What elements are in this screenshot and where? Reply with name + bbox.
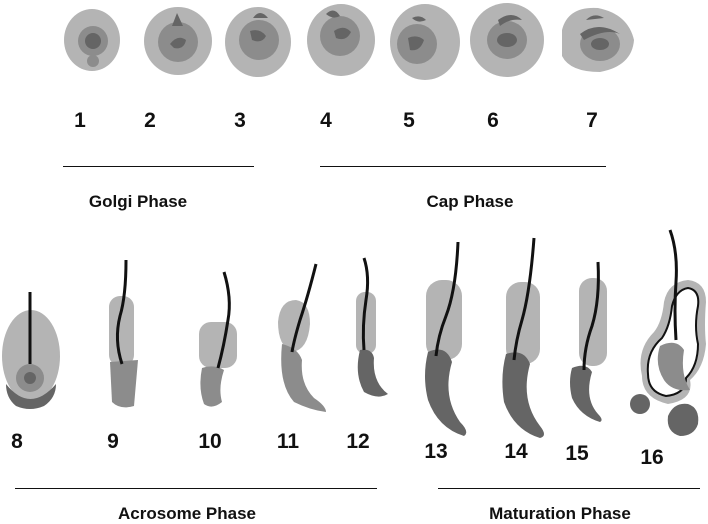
stage-label: 9: [107, 430, 119, 453]
stage-label: 13: [424, 440, 448, 463]
golgi-phase-rule: [63, 166, 254, 167]
stage-label: 11: [276, 430, 300, 453]
acrosome-phase-label: Acrosome Phase: [118, 504, 256, 523]
cell-stage-14: [502, 237, 544, 438]
cell-stage-1: [64, 9, 120, 71]
cell-stage-15: [570, 261, 607, 422]
stage-label: 6: [487, 109, 499, 132]
stage-label: 15: [565, 442, 589, 465]
golgi-phase-label: Golgi Phase: [88, 192, 188, 211]
cell-stage-7: [562, 7, 634, 72]
cell-stage-10: [199, 271, 237, 407]
stage-label: 2: [144, 109, 156, 132]
cell-stage-3: [225, 7, 291, 77]
maturation-phase-rule: [438, 488, 700, 489]
cell-stage-2: [144, 7, 212, 75]
stage-label: 14: [504, 440, 528, 463]
stage-label: 3: [234, 109, 246, 132]
cell-stage-13: [425, 241, 467, 436]
cell-stage-9: [109, 259, 138, 408]
cell-stage-6: [470, 3, 544, 77]
cell-stage-11: [278, 263, 326, 412]
stage-label: 5: [403, 109, 415, 132]
cell-stage-12: [356, 257, 388, 397]
cell-stage-8: [2, 292, 60, 409]
cell-stage-16: [630, 229, 706, 436]
cell-stage-4: [307, 4, 375, 76]
maturation-phase-label: Maturation Phase: [489, 504, 631, 523]
cell-stage-5: [390, 4, 460, 80]
stage-label: 10: [198, 430, 222, 453]
stage-label: 7: [586, 109, 598, 132]
stage-label: 16: [640, 446, 664, 469]
cap-phase-rule: [320, 166, 606, 167]
stage-label: 4: [320, 109, 332, 132]
cap-phase-label: Cap Phase: [426, 192, 514, 211]
stage-label: 1: [74, 109, 86, 132]
stage-label: 8: [11, 430, 23, 453]
stage-label: 12: [346, 430, 370, 453]
acrosome-phase-rule: [15, 488, 377, 489]
